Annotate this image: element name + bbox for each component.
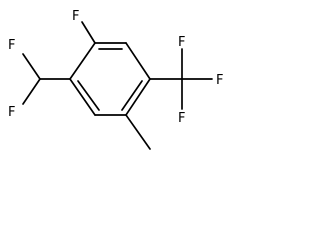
cf3-fluorine-top-label: F xyxy=(178,35,185,50)
ring-double-bond-inner-2 xyxy=(121,80,143,111)
ring-double-bond-inner-1 xyxy=(77,80,100,111)
chf2-fluorine-bottom-label: F xyxy=(8,105,15,120)
chf2-fluorine-top-label: F xyxy=(8,38,15,53)
cf3-fluorine-right-label: F xyxy=(216,73,223,88)
ring-bond-c1-c2 xyxy=(69,42,96,80)
ring-bond-c2-c3 xyxy=(69,78,96,116)
benzene-ring xyxy=(69,42,151,116)
ring-bond-c5-c6 xyxy=(125,42,151,80)
bond-ring-fluorine xyxy=(81,21,96,44)
bond-chf2-fluorine-top xyxy=(22,53,41,80)
ring-fluorine-label: F xyxy=(72,9,79,24)
bond-ring-to-methyl xyxy=(125,114,151,150)
ring-bond-c4-c5 xyxy=(125,78,151,116)
molecule-structure-diagram: F F F F F F xyxy=(8,9,223,150)
bond-chf2-fluorine-bottom xyxy=(22,78,41,105)
cf3-fluorine-bottom-label: F xyxy=(178,111,185,126)
